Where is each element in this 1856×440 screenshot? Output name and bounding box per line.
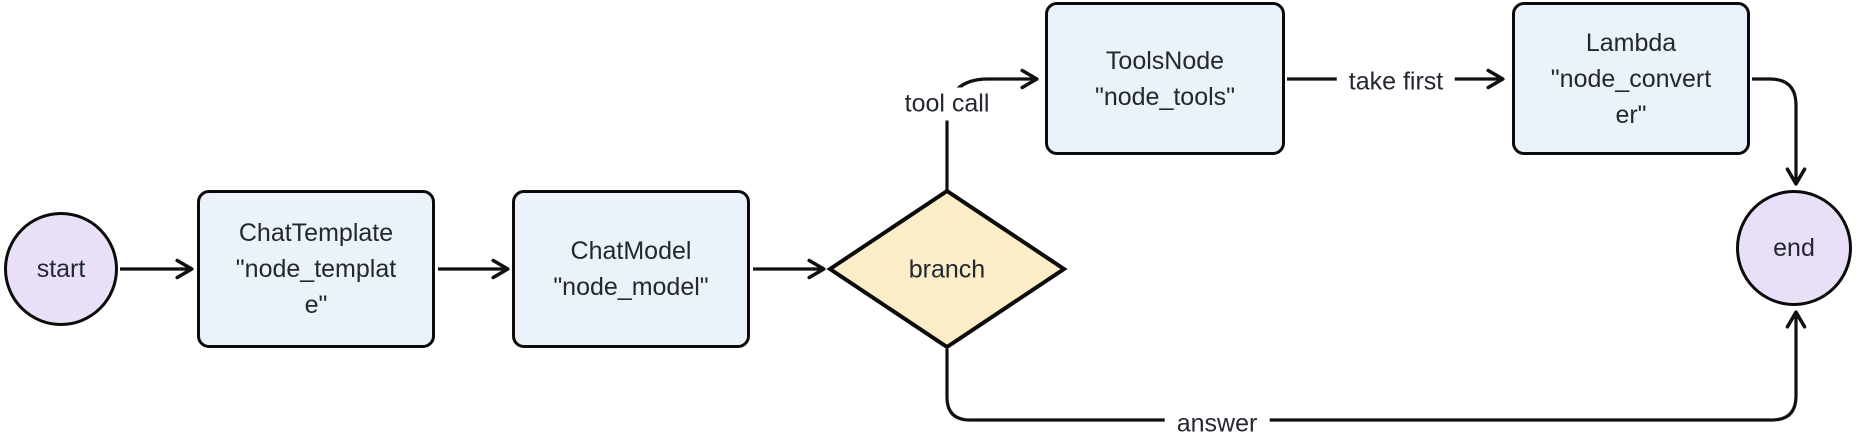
node-tools-line2: "node_tools": [1094, 82, 1236, 111]
node-lambda: Lambda "node_convert er": [1512, 2, 1750, 155]
node-lambda-line2: "node_convert: [1550, 64, 1712, 93]
node-chat-model-line1: ChatModel: [570, 237, 692, 265]
node-lambda-line1: Lambda: [1585, 28, 1677, 57]
node-chat-template-line2: "node_templat: [235, 255, 397, 283]
node-chat-model-line2: "node_model": [553, 273, 709, 301]
branch-diamond-shape: [826, 188, 1068, 350]
node-start-label: start: [36, 255, 86, 283]
node-chat-template-line1: ChatTemplate: [238, 219, 394, 247]
edge-label-tool-call: tool call: [892, 87, 1002, 121]
edge-branch-to-end-answer: [945, 310, 1807, 422]
node-end-label: end: [1773, 234, 1815, 262]
edge-label-answer: answer: [1164, 407, 1270, 440]
node-chat-template-line3: e": [304, 291, 328, 319]
edge-label-take-first: take first: [1336, 65, 1456, 99]
node-start: start: [4, 212, 118, 326]
node-tools: ToolsNode "node_tools": [1045, 2, 1285, 155]
node-lambda-line3: er": [1615, 100, 1647, 129]
node-chat-template: ChatTemplate "node_templat e": [197, 190, 435, 348]
node-branch-label: branch: [908, 255, 986, 284]
edge-lambda-to-end: [1752, 77, 1807, 186]
node-chat-model: ChatModel "node_model": [512, 190, 750, 348]
node-end: end: [1736, 190, 1852, 306]
node-tools-line1: ToolsNode: [1105, 46, 1225, 75]
